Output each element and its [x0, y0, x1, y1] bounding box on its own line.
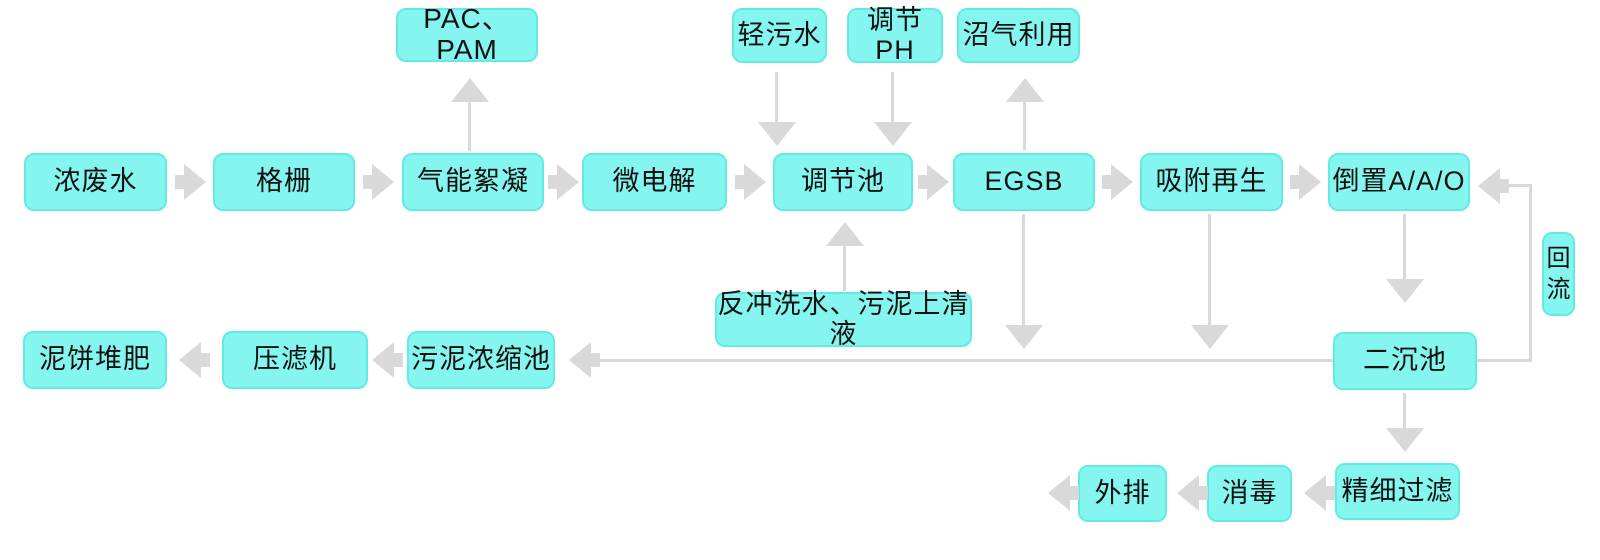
node-label-backwash: 反冲洗水、污泥上清液: [717, 288, 970, 349]
arrow-sludgeline-to-thickening: [569, 342, 600, 378]
node-label-pac-pam: PAC、PAM: [423, 3, 511, 65]
arrow-electrolysis-to-regulating: [735, 164, 766, 200]
arrow-discharge-out: [1048, 475, 1079, 511]
node-label-mud-cake-compost: 泥饼堆肥: [39, 344, 151, 375]
node-label-biogas-use: 沼气利用: [962, 19, 1075, 50]
node-reflux: 回流: [1542, 232, 1575, 316]
arrow-grille-to-flocculation: [363, 164, 394, 200]
node-secondary-sedimentation: 二沉池: [1333, 332, 1477, 390]
arrow-regulating-to-egsb: [918, 164, 949, 200]
node-fine-filtration: 精细过滤: [1335, 463, 1460, 520]
node-pac-pam: PAC、PAM: [396, 3, 538, 65]
reflux-line-vertical: [1529, 184, 1532, 362]
node-label-disinfection: 消毒: [1221, 477, 1278, 508]
node-label-secondary-sedimentation: 二沉池: [1363, 345, 1447, 376]
arrow-disinfection-to-discharge: [1177, 475, 1208, 511]
node-sludge-thickening: 污泥浓缩池: [407, 331, 555, 389]
arrow-adsorption-to-aao: [1290, 164, 1321, 200]
node-label-grille: 格栅: [256, 166, 312, 197]
reflux-line-top: [1504, 184, 1532, 187]
node-label-inverted-aao: 倒置A/A/O: [1332, 166, 1466, 197]
node-label-adjust-ph: 调节PH: [867, 4, 923, 65]
node-raw-wastewater: 浓废水: [24, 153, 167, 211]
node-mud-cake-compost: 泥饼堆肥: [23, 331, 167, 389]
node-label-regulating-tank: 调节池: [801, 166, 885, 197]
arrow-egsb-to-adsorption: [1102, 164, 1133, 200]
node-discharge: 外排: [1078, 465, 1167, 522]
sludge-collector-line: [600, 359, 1333, 362]
node-disinfection: 消毒: [1207, 465, 1292, 522]
node-light-sewage: 轻污水: [732, 8, 827, 63]
arrow-raw-to-grille: [175, 164, 206, 200]
node-label-discharge: 外排: [1094, 477, 1151, 508]
node-biogas-use: 沼气利用: [957, 8, 1080, 63]
node-adsorption-regen: 吸附再生: [1140, 153, 1283, 211]
node-adjust-ph: 调节PH: [847, 4, 943, 65]
node-gas-flocculation: 气能絮凝: [402, 153, 544, 211]
node-label-gas-flocculation: 气能絮凝: [417, 166, 529, 197]
node-grille: 格栅: [213, 153, 355, 211]
node-micro-electrolysis: 微电解: [582, 153, 727, 211]
node-label-filter-press: 压滤机: [253, 344, 337, 375]
node-label-light-sewage: 轻污水: [737, 19, 822, 50]
node-label-raw-wastewater: 浓废水: [53, 166, 138, 197]
node-label-egsb: EGSB: [984, 166, 1064, 197]
node-label-micro-electrolysis: 微电解: [612, 166, 697, 197]
arrow-flocculation-to-electrolysis: [548, 164, 579, 200]
arrow-press-to-compost: [179, 342, 210, 378]
node-label-reflux: 回流: [1546, 244, 1571, 303]
node-label-adsorption-regen: 吸附再生: [1155, 166, 1268, 197]
reflux-line-bottom: [1477, 359, 1532, 362]
node-backwash: 反冲洗水、污泥上清液: [715, 288, 972, 349]
node-egsb: EGSB: [953, 153, 1095, 211]
node-filter-press: 压滤机: [222, 331, 368, 389]
node-inverted-aao: 倒置A/A/O: [1328, 153, 1470, 211]
node-label-sludge-thickening: 污泥浓缩池: [411, 344, 551, 375]
arrow-reflux-to-aao: [1478, 168, 1509, 204]
node-regulating-tank: 调节池: [773, 153, 913, 211]
node-label-fine-filtration: 精细过滤: [1341, 475, 1454, 506]
arrow-filtration-to-disinfection: [1304, 475, 1335, 511]
arrow-thickening-to-press: [372, 342, 403, 378]
